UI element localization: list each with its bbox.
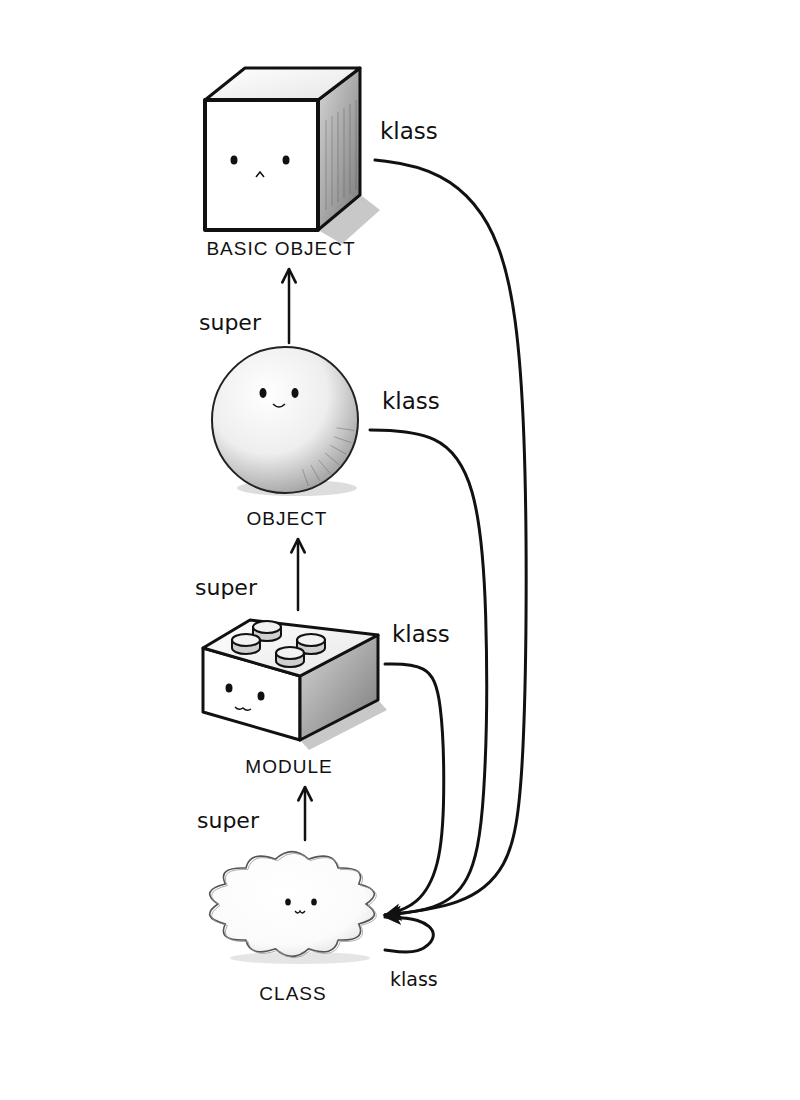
eye: [226, 684, 233, 693]
stud-top: [253, 621, 281, 633]
edge-label: super: [197, 310, 263, 336]
klass-loop: [385, 917, 433, 952]
mouth: [273, 404, 285, 407]
mouth: [235, 707, 251, 710]
hatch-line: [338, 112, 339, 202]
stud-top: [297, 634, 325, 646]
super-arrow: [304, 787, 307, 840]
klass-arrow: [385, 664, 444, 915]
node-label: MODULE: [245, 756, 332, 778]
super-arrow: [288, 269, 291, 343]
sphere-body: [212, 347, 358, 493]
eye: [258, 692, 265, 701]
klass-arrow: [370, 430, 487, 915]
cube-figure: [190, 60, 375, 266]
hatch-line: [319, 460, 331, 474]
label-holder: klass: [378, 118, 440, 146]
hatch-line: [302, 469, 308, 486]
cloud-node: CLASS: [200, 842, 385, 1011]
node-label: OBJECT: [247, 508, 328, 530]
eye: [285, 898, 291, 905]
sphere-figure: [205, 345, 370, 536]
hatch-line: [336, 428, 354, 431]
label-holder: klass: [388, 968, 440, 991]
hatch-line: [334, 437, 351, 443]
hatch-line: [325, 453, 339, 464]
edge-label: super: [193, 575, 259, 601]
edge-label: klass: [378, 118, 440, 146]
edge-label: klass: [388, 968, 440, 991]
hatch-line: [332, 116, 333, 206]
super-arrow: [297, 539, 300, 610]
edge-label: klass: [380, 388, 442, 416]
hatch-line: [344, 108, 345, 198]
cube-front: [205, 100, 318, 230]
brick-top: [203, 620, 378, 676]
hatch-line: [356, 100, 357, 190]
label-holder: super: [197, 310, 263, 336]
node-label: BASIC OBJECT: [206, 238, 355, 260]
node-label: CLASS: [259, 983, 326, 1005]
stud-top: [276, 647, 304, 659]
edge-label: super: [195, 808, 261, 834]
cube-top: [205, 68, 360, 100]
cloud-sketch: [212, 853, 377, 958]
label-holder: klass: [390, 621, 452, 649]
hatch-line: [311, 465, 320, 481]
brick-node: MODULE: [195, 612, 385, 784]
cube-node: BASIC OBJECT: [190, 60, 375, 266]
klass-arrow: [375, 160, 526, 915]
edge-label: klass: [390, 621, 452, 649]
label-holder: super: [193, 575, 259, 601]
eye: [283, 156, 290, 165]
eye: [231, 156, 238, 165]
label-holder: klass: [380, 388, 442, 416]
hatch-line: [330, 445, 346, 454]
mouth: [295, 911, 305, 913]
hatch-line: [350, 104, 351, 194]
eye: [292, 388, 299, 398]
eye: [260, 388, 267, 398]
eye: [311, 898, 317, 905]
label-holder: super: [195, 808, 261, 834]
mouth: [256, 172, 264, 177]
sphere-node: OBJECT: [205, 345, 370, 536]
stud-top: [232, 634, 260, 646]
hatch-line: [326, 120, 327, 210]
